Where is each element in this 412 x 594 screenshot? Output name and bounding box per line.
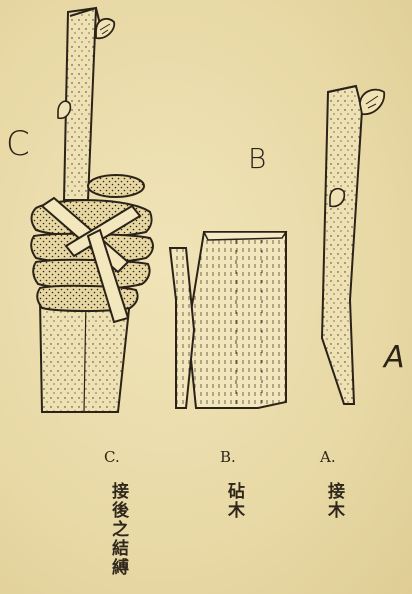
caption-c-text: 接後之結縛: [106, 482, 131, 577]
caption-a-text: 接木: [322, 482, 347, 520]
figure-b-stock: [170, 232, 286, 408]
handwritten-label-b: B: [248, 142, 266, 175]
caption-b-text: 砧木: [222, 482, 247, 520]
figure-c-bound-graft: [31, 8, 153, 412]
caption-a-letter: A.: [320, 448, 336, 466]
handwritten-label-a: A: [384, 340, 405, 375]
caption-c-letter: C.: [104, 448, 120, 466]
handwritten-label-c: C: [6, 124, 30, 164]
caption-b-letter: B.: [220, 448, 236, 466]
figure-a-scion: [322, 86, 384, 404]
